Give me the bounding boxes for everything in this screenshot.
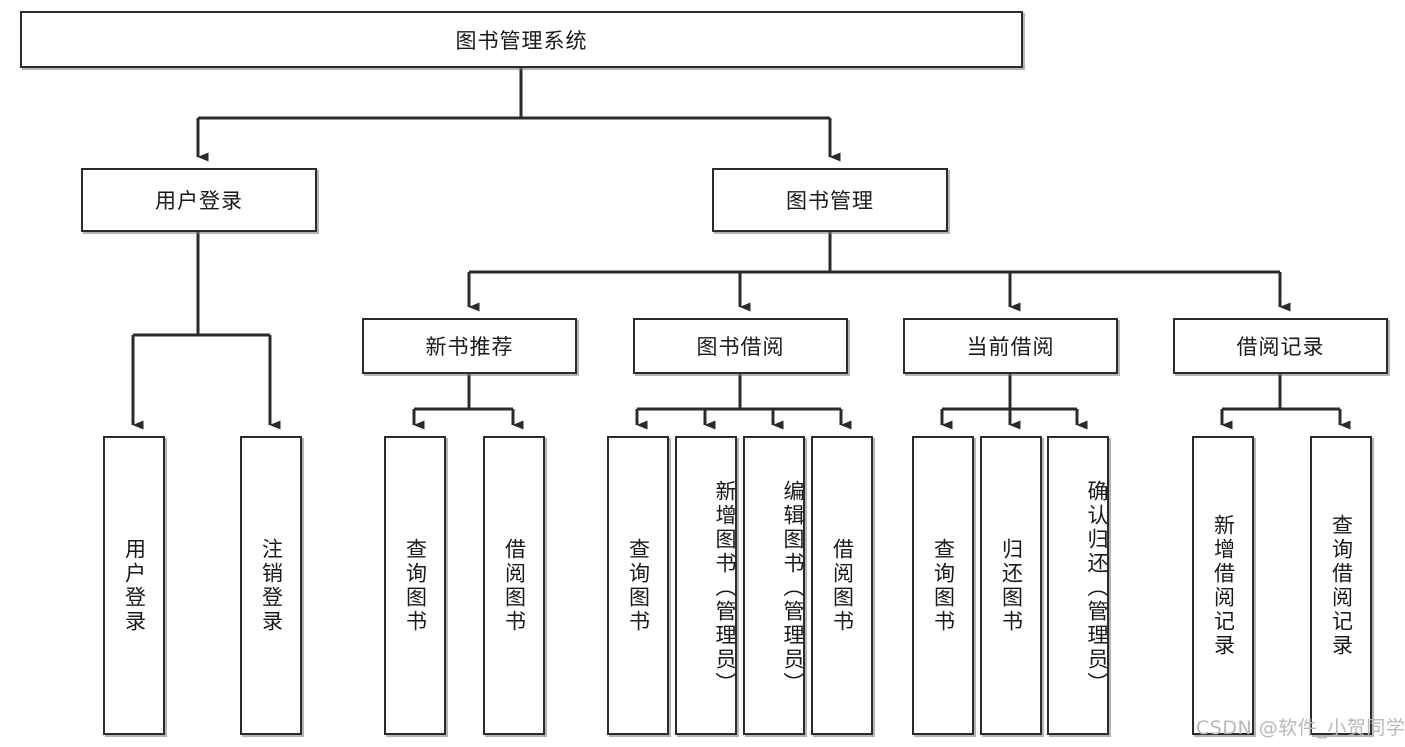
node-label: 图书管理: [786, 189, 874, 213]
leaf-borrow-book-2[interactable]: 借阅图书: [811, 436, 873, 735]
watermark-text: CSDN @软件_小贺同学: [1196, 717, 1405, 739]
node-label: 新增借阅记录: [1211, 513, 1236, 658]
node-label: 借阅图书: [502, 537, 527, 634]
node-label: 查询图书: [626, 537, 651, 634]
node-label: 当前借阅: [966, 335, 1055, 359]
leaf-query-book-2[interactable]: 查询图书: [607, 436, 669, 735]
node-label: 查询借阅记录: [1329, 513, 1354, 658]
node-label: 借阅图书: [830, 537, 855, 634]
node-label: 图书管理系统: [455, 28, 588, 53]
node-label: 确认归还（管理员）: [1085, 479, 1109, 696]
node-label: 查询图书: [931, 537, 956, 634]
leaf-query-borrow-record[interactable]: 查询借阅记录: [1310, 436, 1372, 735]
node-current-borrow[interactable]: 当前借阅: [903, 318, 1118, 374]
node-book-borrow[interactable]: 图书借阅: [633, 318, 848, 374]
node-label: 图书借阅: [696, 335, 785, 359]
node-label: 归还图书: [999, 537, 1024, 634]
leaf-query-book-1[interactable]: 查询图书: [384, 436, 446, 735]
node-label: 用户登录: [155, 189, 243, 213]
leaf-user-login[interactable]: 用户登录: [103, 436, 165, 735]
leaf-edit-book[interactable]: 编辑图书（管理员）: [743, 436, 805, 735]
leaf-return-book[interactable]: 归还图书: [980, 436, 1042, 735]
node-label: 借阅记录: [1236, 335, 1325, 359]
leaf-confirm-return[interactable]: 确认归还（管理员）: [1047, 436, 1109, 735]
node-root-book-management-system[interactable]: 图书管理系统: [20, 11, 1023, 68]
leaf-add-borrow-record[interactable]: 新增借阅记录: [1192, 436, 1254, 735]
node-label: 用户登录: [122, 537, 147, 634]
node-label: 新增图书（管理员）: [713, 479, 737, 696]
node-book-management[interactable]: 图书管理: [712, 168, 948, 232]
leaf-logout-login[interactable]: 注销登录: [240, 436, 302, 735]
node-label: 新书推荐: [425, 335, 514, 359]
node-label: 注销登录: [259, 537, 284, 634]
node-user-login[interactable]: 用户登录: [81, 168, 317, 232]
leaf-query-book-3[interactable]: 查询图书: [912, 436, 974, 735]
node-new-book-recommend[interactable]: 新书推荐: [362, 318, 577, 374]
node-borrow-record[interactable]: 借阅记录: [1173, 318, 1388, 374]
leaf-borrow-book-1[interactable]: 借阅图书: [483, 436, 545, 735]
node-label: 查询图书: [403, 537, 428, 634]
leaf-add-book[interactable]: 新增图书（管理员）: [675, 436, 737, 735]
node-label: 编辑图书（管理员）: [781, 479, 805, 696]
